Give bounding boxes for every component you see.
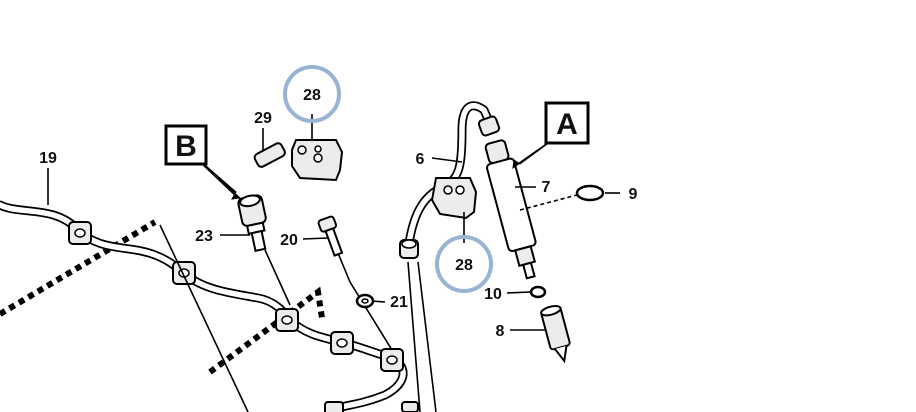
pin-part-29: [253, 142, 286, 168]
callout-9: 9: [629, 186, 638, 203]
arrow-B: [204, 164, 242, 200]
clamp-part-28-top: [291, 139, 344, 182]
callout-10: 10: [484, 286, 502, 303]
leader-down-4: [349, 281, 393, 351]
box-A-text: A: [556, 108, 578, 141]
callout-19: 19: [39, 150, 57, 167]
callout-28-bottom: 28: [455, 257, 473, 274]
box-B-text: B: [175, 130, 197, 163]
callout-8: 8: [496, 323, 505, 340]
callout-23: 23: [195, 228, 213, 245]
banjo-bolt-part-23: [237, 194, 267, 252]
clamp-part-28-pipe: [430, 177, 478, 220]
leader-down-6: [417, 261, 437, 412]
washer-part-21: [355, 293, 375, 309]
callout-6: 6: [416, 151, 425, 168]
highlight-circle-28-top: [283, 65, 341, 123]
callout-28-top: 28: [303, 87, 321, 104]
return-pipe: [0, 200, 408, 412]
callout-20: 20: [280, 232, 298, 249]
leader-lines: [47, 114, 620, 331]
washer-part-10: [529, 285, 547, 299]
callout-7: 7: [542, 179, 551, 196]
leader-down-3: [337, 252, 351, 283]
leader-down-1: [159, 224, 249, 412]
callout-21: 21: [390, 294, 408, 311]
bolt-part-20: [317, 215, 344, 257]
leader-down-2: [264, 249, 291, 306]
box-label-B: B: [164, 124, 208, 166]
o-ring-part-9: [575, 184, 605, 202]
dashed-axis-9: [519, 194, 578, 211]
highlight-circle-28-bottom: [435, 235, 493, 293]
box-label-A: A: [544, 101, 590, 145]
sleeve-part-8: [540, 305, 571, 364]
injection-pipe-part-6: [399, 101, 501, 259]
engine-outline-dashed: [0, 219, 325, 375]
callout-29: 29: [254, 110, 272, 127]
injector-part-7: [484, 139, 537, 280]
banjo-fittings: [68, 221, 419, 412]
leader-down-5: [407, 261, 421, 412]
